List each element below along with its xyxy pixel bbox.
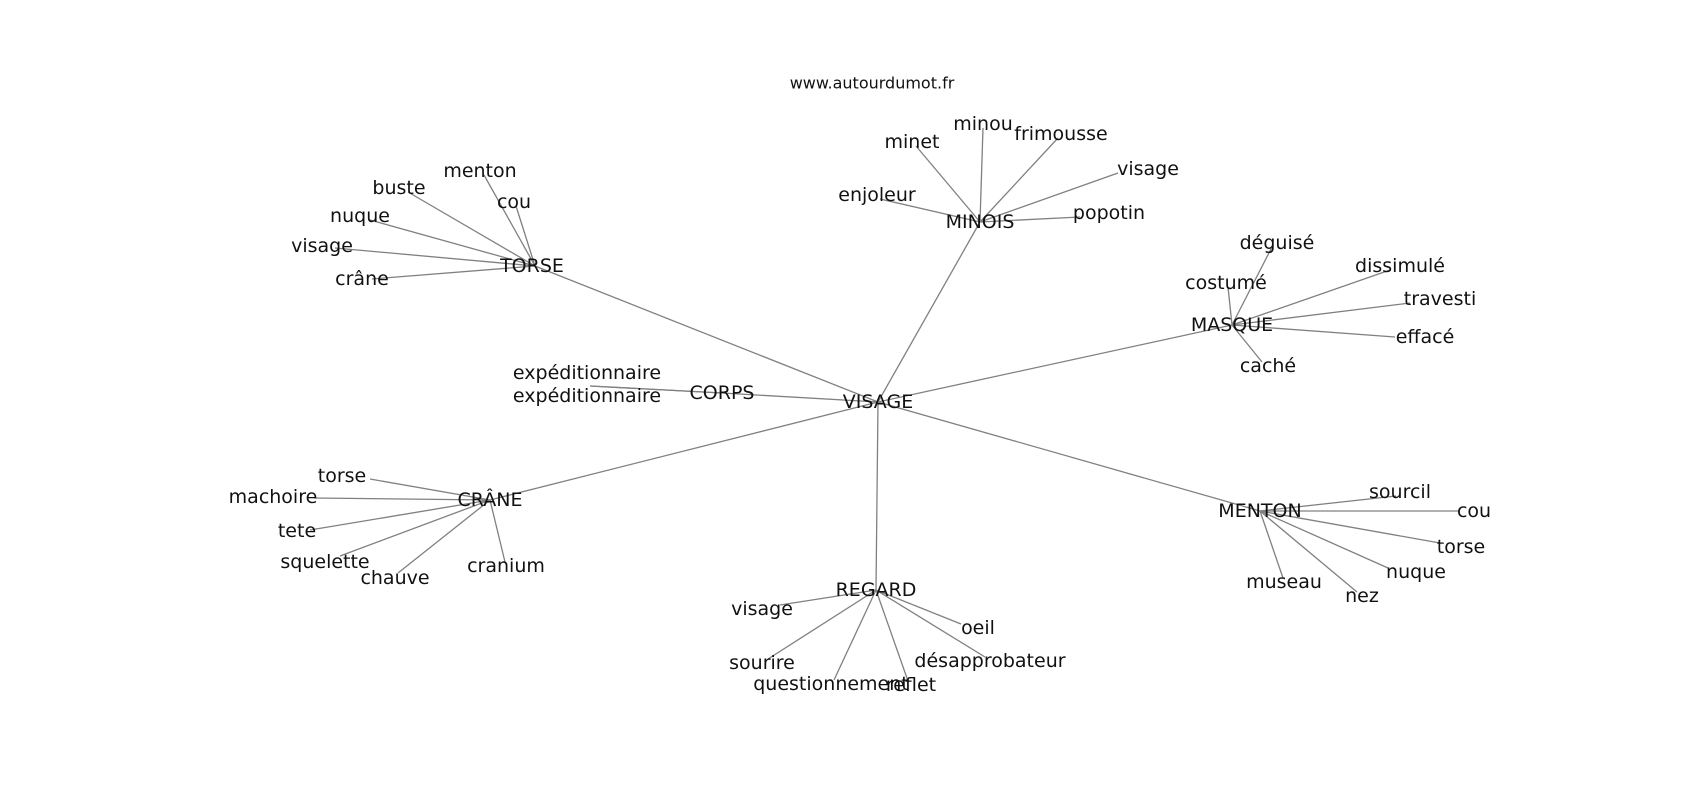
- edge-center-to-hub: [875, 401, 879, 591]
- edge-hub-to-word: [979, 216, 1081, 223]
- word-node: buste: [372, 177, 425, 199]
- edge-hub-to-word: [1259, 510, 1389, 569]
- edge-hub-to-word: [334, 247, 536, 267]
- word-node: caché: [1240, 355, 1296, 377]
- word-node: menton: [443, 160, 516, 182]
- edge-hub-to-word: [1231, 302, 1411, 326]
- word-node: visage: [291, 235, 353, 257]
- edge-hub-to-word: [589, 385, 723, 394]
- edge-hub-to-word: [879, 198, 981, 223]
- word-node: cou: [1457, 500, 1491, 522]
- edge-hub-to-word: [875, 589, 962, 625]
- edge-hub-to-word: [979, 127, 984, 223]
- word-node: sourcil: [1369, 481, 1431, 503]
- edge-hub-to-word: [979, 172, 1119, 223]
- word-node: expéditionnaire: [513, 362, 661, 384]
- edge-hub-to-word: [489, 499, 506, 563]
- edge-hub-to-word: [1259, 495, 1397, 512]
- edge-hub-to-word: [1259, 510, 1284, 579]
- edge-hub-to-word: [1259, 510, 1358, 593]
- word-node: dissimulé: [1355, 255, 1445, 277]
- hub-node: MINOIS: [946, 211, 1015, 233]
- edge-center-to-hub: [721, 392, 879, 403]
- edge-hub-to-word: [1259, 510, 1441, 544]
- hub-node: MASQUE: [1191, 314, 1273, 336]
- edge-center-to-hub: [534, 265, 879, 403]
- edge-center-to-hub: [489, 401, 879, 501]
- word-node: reflet: [886, 674, 936, 696]
- word-node: nuque: [1386, 561, 1446, 583]
- word-node: museau: [1246, 571, 1322, 593]
- word-node: cou: [497, 191, 531, 213]
- edge-hub-to-word: [339, 499, 491, 557]
- word-node: désapprobateur: [914, 650, 1065, 672]
- edge-hub-to-word: [915, 145, 981, 223]
- edge-hub-to-word: [1231, 324, 1263, 363]
- source-url: www.autourdumot.fr: [790, 74, 955, 93]
- word-node: déguisé: [1240, 232, 1315, 254]
- word-node: visage: [1117, 158, 1179, 180]
- word-node: effacé: [1396, 326, 1455, 348]
- word-node: crâne: [335, 268, 389, 290]
- edge-hub-to-word: [371, 265, 536, 280]
- word-node: machoire: [229, 486, 318, 508]
- edge-center-to-hub: [877, 324, 1233, 403]
- edge-hub-to-word: [833, 589, 877, 681]
- edge-hub-to-word: [779, 589, 877, 606]
- word-node: questionnement: [753, 673, 909, 695]
- edge-hub-to-word: [767, 589, 877, 660]
- hub-node: REGARD: [836, 579, 917, 601]
- word-node: chauve: [360, 567, 429, 589]
- word-node: torse: [318, 465, 366, 487]
- edge-hub-to-word: [1231, 246, 1273, 326]
- edge-center-to-hub: [877, 221, 981, 403]
- edge-hub-to-word: [407, 191, 536, 267]
- edge-hub-to-word: [515, 205, 536, 267]
- word-node: squelette: [280, 551, 369, 573]
- edge-hub-to-word: [313, 497, 491, 501]
- word-node: oeil: [961, 617, 995, 639]
- edge-hub-to-word: [397, 499, 491, 574]
- edge-hub-to-word: [875, 589, 986, 658]
- word-node: minou: [953, 113, 1013, 135]
- edge-hub-to-word: [875, 589, 909, 682]
- word-node: tete: [278, 520, 316, 542]
- word-node: travesti: [1404, 288, 1476, 310]
- edge-hub-to-word: [1227, 286, 1233, 326]
- word-node: expéditionnaire: [513, 385, 661, 407]
- edge-hub-to-word: [1231, 269, 1391, 326]
- word-node: nuque: [330, 205, 390, 227]
- graph-labels: VISAGE TORSE menton buste cou nuque visage crân…: [229, 113, 1491, 696]
- edge-hub-to-word: [369, 219, 536, 267]
- hub-node: CRÂNE: [458, 488, 523, 511]
- word-node: torse: [1437, 536, 1485, 558]
- edge-hub-to-word: [483, 174, 536, 267]
- edge-hub-to-word: [979, 137, 1059, 223]
- edge-hub-to-word: [1231, 324, 1396, 338]
- edge-hub-to-word: [369, 478, 491, 501]
- word-node: costumé: [1185, 272, 1267, 294]
- hub-node: CORPS: [690, 382, 755, 404]
- hub-node: MENTON: [1218, 500, 1301, 522]
- word-node: nez: [1345, 585, 1379, 607]
- word-node: minet: [885, 131, 940, 153]
- edge-center-to-hub: [877, 401, 1261, 512]
- hub-node: TORSE: [499, 255, 564, 277]
- word-node: sourire: [729, 652, 795, 674]
- graph-edges: [309, 127, 1459, 682]
- edge-hub-to-word: [309, 499, 491, 531]
- word-node: visage: [731, 598, 793, 620]
- center-node: VISAGE: [843, 391, 913, 413]
- word-node: enjoleur: [838, 184, 916, 206]
- word-node: frimousse: [1014, 123, 1107, 145]
- word-node: popotin: [1073, 202, 1145, 224]
- word-node: cranium: [467, 555, 545, 577]
